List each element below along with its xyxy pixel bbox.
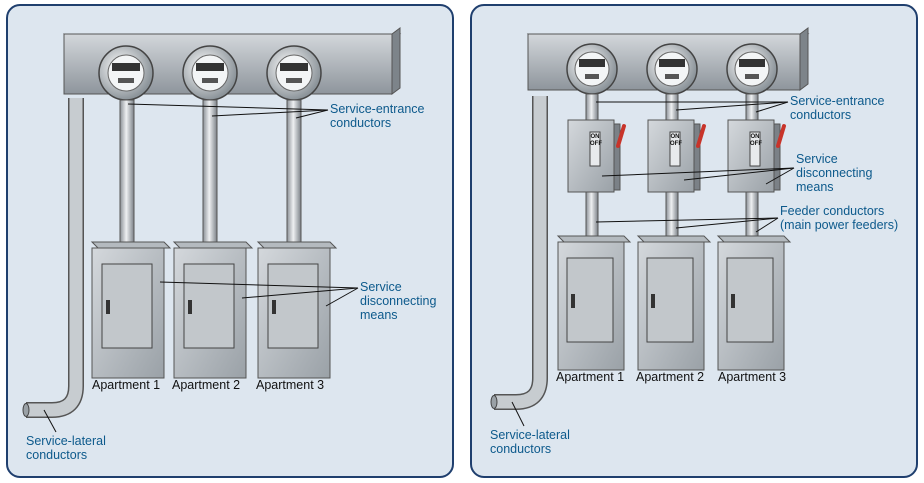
off-text: OFF <box>750 141 762 147</box>
switch-3-text: ON OFF <box>750 134 762 148</box>
label-line: Service-entrance <box>790 94 885 108</box>
panelboard-1 <box>90 241 172 379</box>
leader-lines <box>511 101 795 427</box>
service-entrance-label: Service-entrance conductors <box>790 94 885 122</box>
conduit-3 <box>286 99 302 251</box>
diagram-panel-left: Service-entrance conductors Service disc… <box>6 4 454 478</box>
right-illustration <box>490 27 810 427</box>
service-lateral-label: Service-lateral conductors <box>490 428 570 456</box>
left-illustration <box>22 27 402 433</box>
switch-2-text: ON OFF <box>670 134 682 148</box>
panelboard-2 <box>636 235 712 371</box>
label-line: conductors <box>490 442 552 456</box>
service-lateral-label: Service-lateral conductors <box>26 434 106 462</box>
panelboard-3 <box>256 241 338 379</box>
label-line: conductors <box>790 108 852 122</box>
label-line: disconnecting <box>796 166 873 180</box>
panelboard-2 <box>172 241 254 379</box>
apartment-label-3: Apartment 3 <box>256 378 325 392</box>
panelboard-1 <box>556 235 632 371</box>
apartment-label-1: Apartment 1 <box>556 370 625 384</box>
electric-meter-3 <box>266 45 322 101</box>
leader-lines <box>43 103 359 433</box>
on-text: ON <box>750 134 760 140</box>
apartment-label-3: Apartment 3 <box>718 370 787 384</box>
diagram-panel-right: ON OFF ON OFF ON OFF Service-entrance co… <box>470 4 918 478</box>
label-line: Service-lateral <box>490 428 570 442</box>
electric-meter-2 <box>182 45 238 101</box>
service-lateral-pipe <box>26 98 83 417</box>
label-line: Feeder conductors <box>780 204 885 218</box>
label-line: Service <box>796 152 838 166</box>
conduit-2 <box>202 99 218 251</box>
label-line: Service <box>360 280 402 294</box>
conduit-1 <box>119 99 135 251</box>
electric-meter-1 <box>566 43 618 95</box>
disconnect-switch-2 <box>647 119 706 193</box>
disconnect-switch-1 <box>567 119 626 193</box>
label-line: Service-entrance <box>330 102 425 116</box>
label-line: conductors <box>330 116 392 130</box>
service-entrance-label: Service-entrance conductors <box>330 102 425 130</box>
feeder-conductors-label: Feeder conductors (main power feeders) <box>780 204 898 232</box>
disconnect-switch-3 <box>727 119 786 193</box>
apartment-label-1: Apartment 1 <box>92 378 161 392</box>
label-line: disconnecting <box>360 294 437 308</box>
electric-meter-2 <box>646 43 698 95</box>
label-line: Service-lateral <box>26 434 106 448</box>
on-text: ON <box>670 134 680 140</box>
electric-meter-3 <box>726 43 778 95</box>
off-text: OFF <box>590 141 602 147</box>
service-disconnect-label: Service disconnecting means <box>796 152 872 194</box>
service-lateral-pipe-outline <box>26 98 84 418</box>
label-line: (main power feeders) <box>780 218 899 232</box>
switch-1-text: ON OFF <box>590 134 602 148</box>
on-text: ON <box>590 134 600 140</box>
label-line: means <box>796 180 834 194</box>
apartment-label-2: Apartment 2 <box>172 378 241 392</box>
label-line: means <box>360 308 398 322</box>
off-text: OFF <box>670 141 682 147</box>
service-lateral-pipe <box>494 96 547 409</box>
apartment-label-2: Apartment 2 <box>636 370 705 384</box>
label-line: conductors <box>26 448 88 462</box>
panelboard-3 <box>716 235 792 371</box>
service-disconnect-label: Service disconnecting means <box>360 280 436 322</box>
electric-meter-1 <box>98 45 154 101</box>
service-lateral-pipe-outline <box>494 96 548 410</box>
